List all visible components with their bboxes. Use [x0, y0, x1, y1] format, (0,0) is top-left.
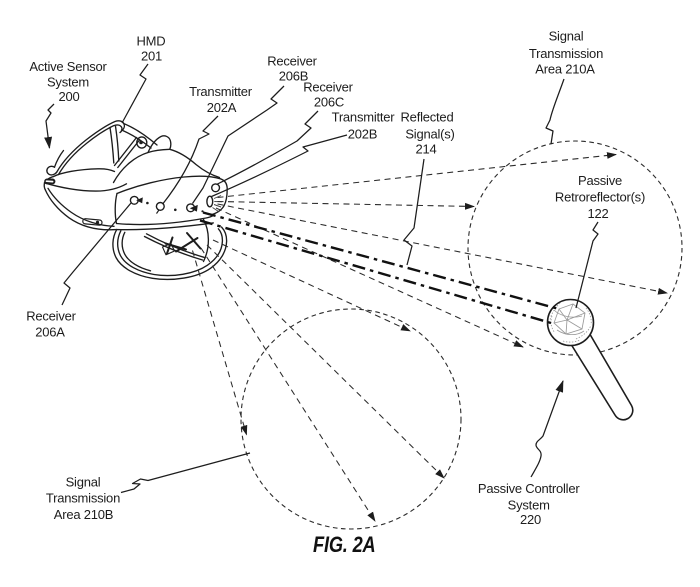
- svg-text:220: 220: [520, 512, 541, 527]
- svg-text:Area 210A: Area 210A: [535, 62, 595, 77]
- svg-text:202A: 202A: [207, 100, 237, 115]
- svg-text:Transmitter: Transmitter: [189, 84, 253, 99]
- svg-text:Receiver: Receiver: [267, 54, 317, 69]
- svg-text:214: 214: [415, 142, 436, 157]
- svg-text:Signal: Signal: [66, 475, 101, 490]
- svg-text:Transmitter: Transmitter: [332, 110, 396, 125]
- svg-text:Passive: Passive: [578, 173, 622, 188]
- svg-text:Area 210B: Area 210B: [54, 507, 113, 522]
- svg-text:Reflected: Reflected: [401, 110, 454, 125]
- svg-text:Receiver: Receiver: [303, 80, 353, 95]
- svg-text:System: System: [508, 498, 550, 513]
- svg-text:202B: 202B: [348, 127, 377, 142]
- svg-text:Transmission: Transmission: [46, 491, 120, 506]
- svg-text:Transmission: Transmission: [529, 46, 603, 61]
- svg-text:122: 122: [587, 206, 608, 221]
- svg-text:201: 201: [141, 49, 162, 64]
- svg-text:System: System: [47, 75, 89, 90]
- svg-text:Signal: Signal: [549, 29, 584, 44]
- svg-text:FIG. 2A: FIG. 2A: [313, 532, 376, 557]
- svg-text:206A: 206A: [35, 325, 65, 340]
- svg-text:Active Sensor: Active Sensor: [29, 59, 107, 74]
- svg-text:200: 200: [58, 89, 79, 104]
- svg-text:Signal(s): Signal(s): [405, 127, 454, 142]
- svg-text:Retroreflector(s): Retroreflector(s): [555, 190, 645, 205]
- svg-text:HMD: HMD: [137, 34, 166, 49]
- svg-text:Passive Controller: Passive Controller: [478, 481, 580, 496]
- svg-text:Receiver: Receiver: [26, 309, 76, 324]
- svg-text:206B: 206B: [279, 69, 308, 84]
- svg-text:206C: 206C: [314, 95, 344, 110]
